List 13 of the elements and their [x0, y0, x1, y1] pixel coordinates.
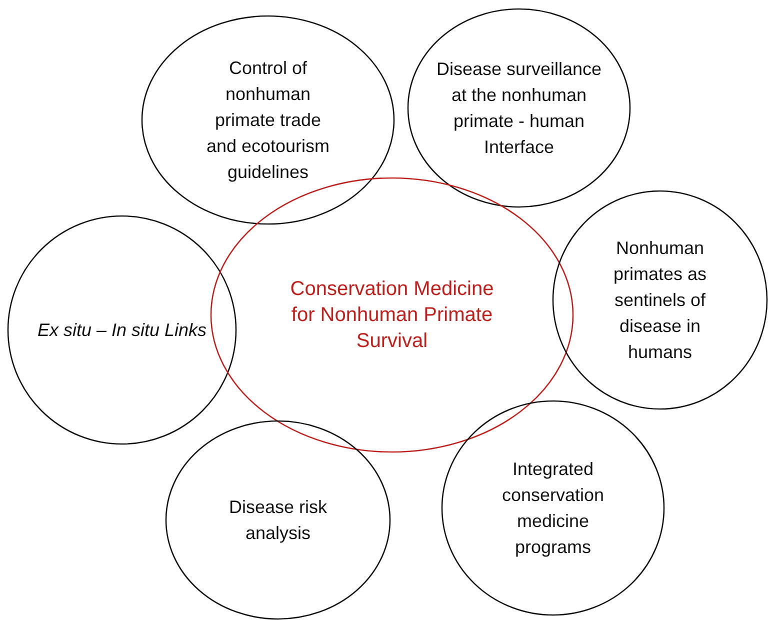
topic-label: Integrated conservation medicine programs: [500, 458, 606, 559]
topic-label: Ex situ – In situ Links: [36, 319, 208, 342]
topic-ellipse: [407, 8, 631, 208]
topic-label: Disease risk analysis: [228, 496, 328, 545]
topic-ellipse: [165, 420, 391, 620]
topic-label: Control of nonhuman primate trade and ecotourism guidelines: [205, 57, 331, 184]
topic-ellipse: [552, 190, 768, 410]
topic-label: Nonhuman primates as sentinels of disease in humans: [612, 237, 708, 364]
topic-ellipse: [141, 15, 395, 225]
topic-label: Disease surveillance at the nonhuman primate - human Interface: [435, 58, 603, 159]
topic-label: Conservation Medicine for Nonhuman Primate Survival: [289, 277, 495, 354]
topic-ellipse: [441, 400, 665, 616]
topic-ellipse: [7, 215, 237, 445]
